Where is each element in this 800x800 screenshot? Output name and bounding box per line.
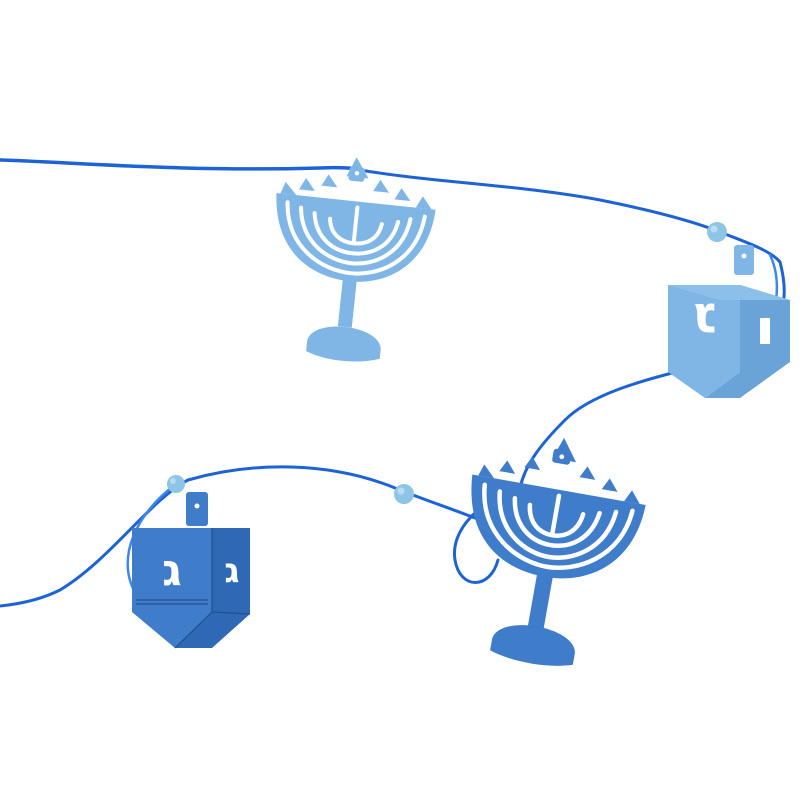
bead xyxy=(394,484,414,504)
dreidel-letter: ג xyxy=(693,291,716,351)
dreidel-letter: ג xyxy=(224,551,239,591)
bead xyxy=(707,222,727,242)
menorah-icon xyxy=(471,437,646,666)
bead xyxy=(167,475,185,493)
ribbon-top-left xyxy=(0,158,362,172)
dreidel-icon: ג ג xyxy=(132,492,251,649)
dreidel-letter: ג xyxy=(162,545,182,596)
ribbon-bottom-span xyxy=(186,465,502,530)
ribbon-bottom-left-tail xyxy=(0,478,190,608)
menorah-icon xyxy=(276,157,436,362)
dreidel-icon: ג xyxy=(668,245,790,398)
ribbon-top-right xyxy=(358,168,782,264)
